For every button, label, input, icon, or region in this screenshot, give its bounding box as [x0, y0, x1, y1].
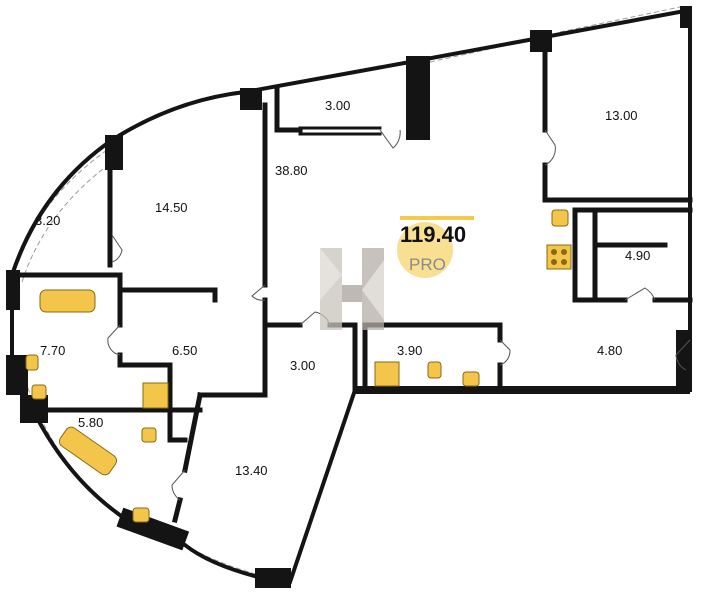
room-area-bedroom-bottom: 13.40	[235, 463, 268, 478]
toilet-icon	[25, 354, 39, 371]
room-area-bathroom-top: 7.70	[40, 343, 65, 358]
window-bottom	[184, 544, 261, 576]
sink-icon	[462, 371, 480, 387]
room-area-bedroom-right: 13.00	[605, 108, 638, 123]
watermark-logo	[320, 248, 384, 330]
bathtub-icon	[58, 426, 118, 476]
watermark-text: PRO	[409, 255, 446, 274]
sink-icon	[31, 384, 47, 400]
room-area-living: 38.80	[275, 163, 308, 178]
room-area-hall: 6.50	[172, 343, 197, 358]
sink-icon	[551, 209, 569, 227]
accent-circle	[397, 222, 453, 278]
room-area-balcony: 3.00	[325, 98, 350, 113]
bathtub-icon	[39, 289, 96, 313]
interior-walls	[9, 42, 693, 524]
fixtures	[25, 209, 572, 523]
doors	[107, 129, 691, 501]
room-area-corridor: 4.80	[597, 343, 622, 358]
total-area: 119.40	[400, 222, 466, 247]
room-area-bedroom-left: 14.50	[155, 200, 188, 215]
room-area-wc: 3.90	[397, 343, 422, 358]
window-arc-left-inner	[21, 159, 116, 283]
window-top-right-2	[559, 5, 686, 33]
room-area-storage: 3.00	[290, 358, 315, 373]
stove-icon	[546, 244, 572, 270]
room-area-closet-right: 4.90	[625, 248, 650, 263]
room-area-loggia-left: 3.20	[35, 213, 60, 228]
room-area-bathroom-bottom: 5.80	[78, 415, 103, 430]
shower-icon	[142, 382, 169, 409]
accent-bar	[400, 216, 474, 220]
shower-icon	[374, 361, 400, 387]
sink-icon	[132, 507, 150, 523]
toilet-icon	[427, 361, 442, 379]
sink-icon	[141, 427, 157, 443]
